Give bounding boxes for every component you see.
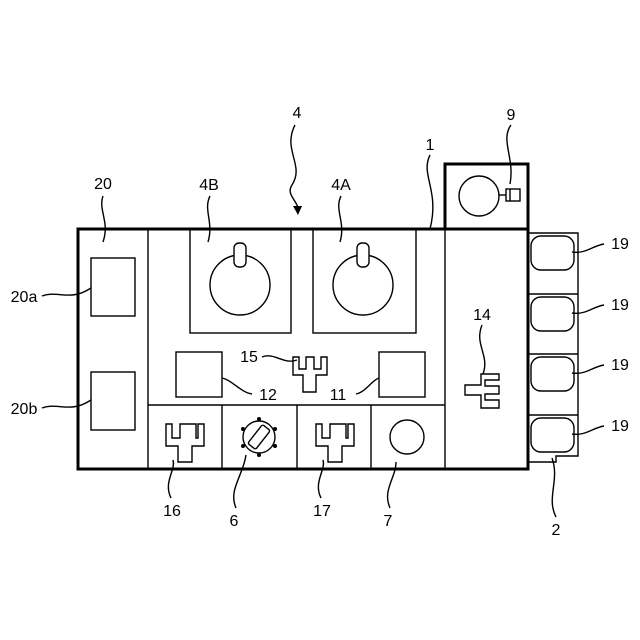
label-20b: 20b (11, 401, 38, 418)
label-6: 6 (230, 513, 239, 530)
tab-19-4 (531, 418, 574, 452)
dial-6-icon (241, 417, 277, 457)
label-14: 14 (473, 307, 491, 324)
box-11 (379, 352, 425, 397)
label-4: 4 (293, 105, 302, 122)
slot-20a (91, 258, 135, 316)
label-19-3: 19 (611, 357, 629, 374)
label-4B: 4B (199, 177, 219, 194)
label-12: 12 (259, 387, 277, 404)
connector-15-icon (293, 357, 327, 392)
top-unit-box (445, 164, 528, 229)
tab-19-3 (531, 357, 574, 391)
connector-17-icon (316, 424, 354, 462)
knob-4B-icon (210, 243, 270, 315)
label-17: 17 (313, 503, 331, 520)
label-4A: 4A (331, 177, 351, 194)
label-2: 2 (552, 522, 561, 539)
label-1: 1 (426, 137, 435, 154)
main-housing (78, 229, 528, 469)
label-19-4: 19 (611, 418, 629, 435)
label-11: 11 (330, 387, 347, 404)
knob-4A-icon (333, 243, 393, 315)
slot-20b (91, 372, 135, 430)
tab-19-1 (531, 236, 574, 270)
label-20: 20 (94, 176, 112, 193)
connector-14-icon (465, 374, 499, 408)
leader-lines (42, 125, 604, 517)
label-19-2: 19 (611, 297, 629, 314)
label-7: 7 (384, 513, 393, 530)
box-12 (176, 352, 222, 397)
circle-7 (390, 420, 424, 454)
label-19-1: 19 (611, 236, 629, 253)
label-9: 9 (507, 107, 516, 124)
connector-16-icon (166, 424, 204, 462)
tab-19-2 (531, 297, 574, 331)
label-15: 15 (240, 349, 258, 366)
label-16: 16 (163, 503, 181, 520)
label-20a: 20a (11, 289, 38, 306)
